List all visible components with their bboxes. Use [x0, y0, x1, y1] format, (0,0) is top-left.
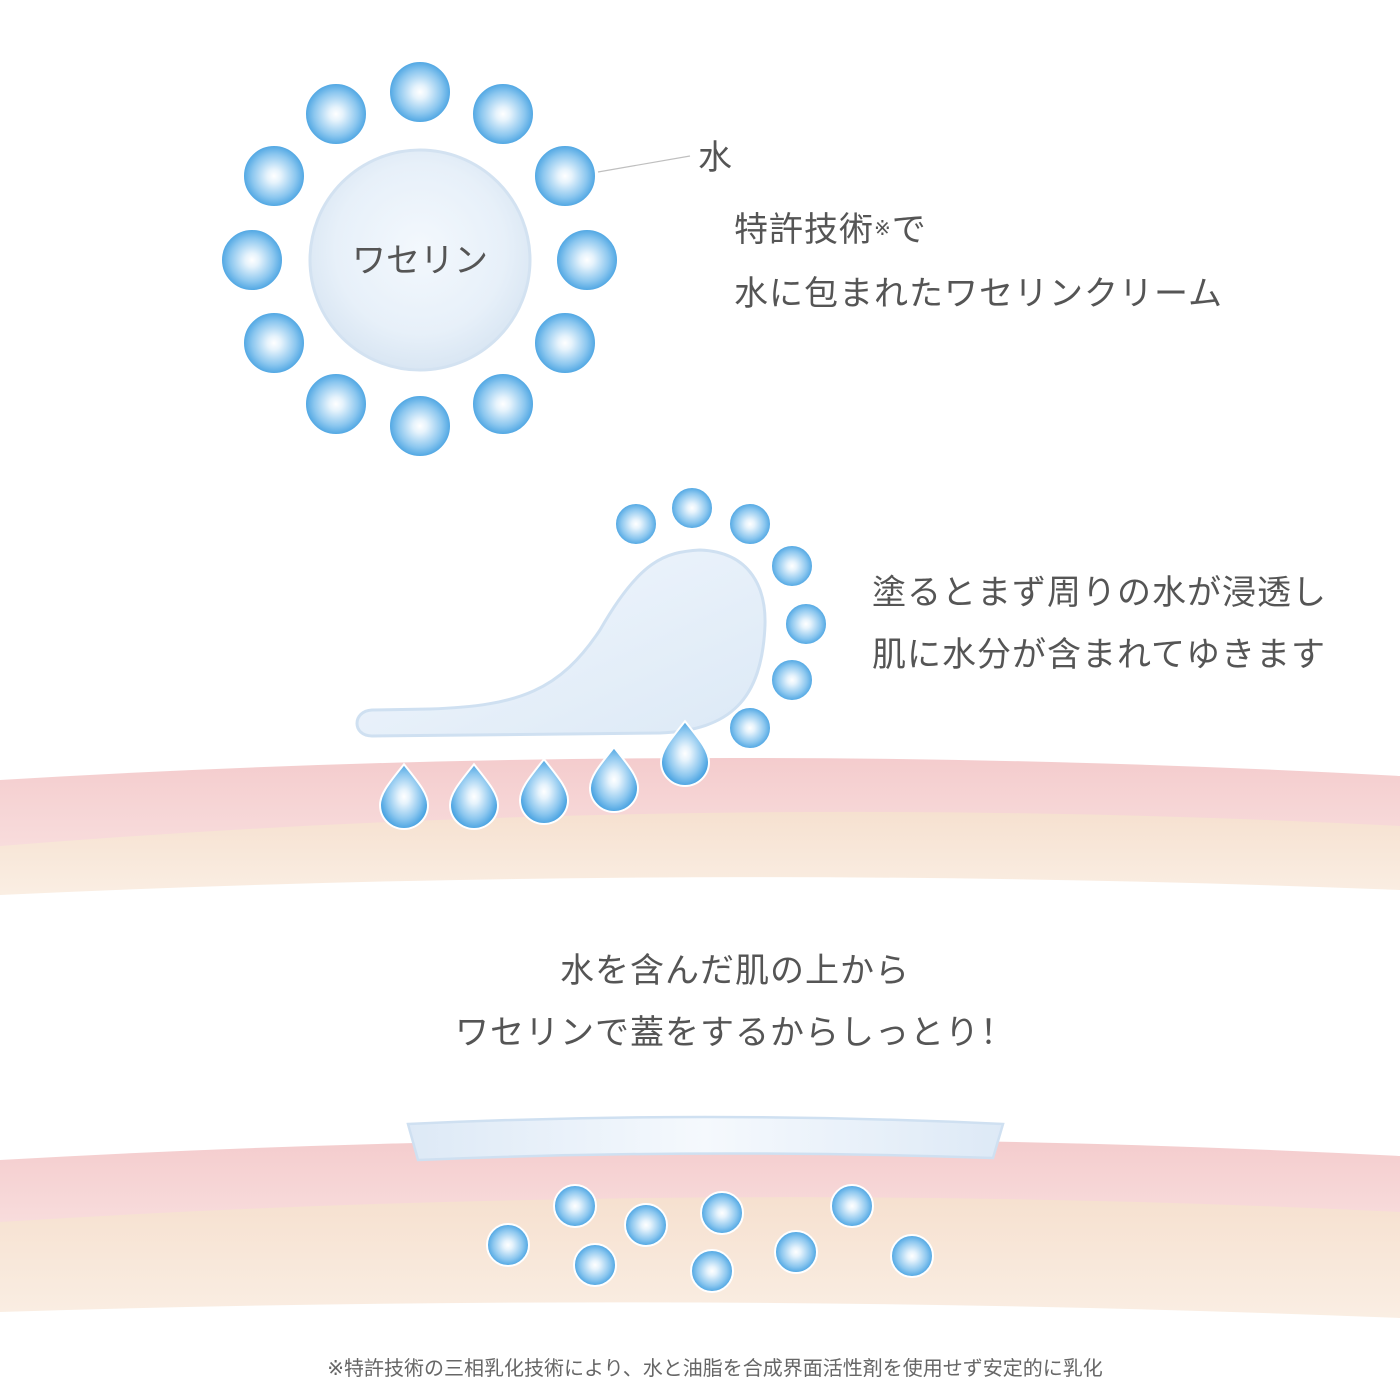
skin-surface-layer	[0, 1138, 1400, 1222]
water-drop-icon	[242, 311, 306, 375]
particle-text: で	[891, 210, 927, 250]
water-drop-icon	[388, 60, 452, 124]
description-line-1: 水を含んだ肌の上から	[560, 951, 910, 991]
water-drop-icon	[890, 1234, 934, 1278]
vaseline-core-label: ワセリン	[352, 241, 488, 281]
penetrating-water-drops	[378, 719, 711, 830]
retained-water-drops	[486, 1184, 934, 1293]
water-drop-icon	[624, 1203, 668, 1247]
description-line-1: 特許技術※で	[734, 198, 1223, 262]
skin-inner-layer	[0, 807, 1400, 895]
water-drop-icon	[588, 745, 640, 813]
water-drop-icon	[700, 1191, 744, 1235]
water-drop-icon	[659, 719, 711, 787]
seal-description: 水を含んだ肌の上から ワセリンで蓋をするからしっとり！	[0, 940, 1400, 1064]
encapsulation-description: 特許技術※で 水に包まれたワセリンクリーム	[734, 198, 1223, 326]
description-line-2: 肌に水分が含まれてゆきます	[872, 635, 1326, 675]
water-drop-icon	[242, 144, 306, 208]
description-line-2: ワセリンで蓋をするからしっとり！	[455, 1013, 1015, 1053]
water-drop-icon	[830, 1184, 874, 1228]
water-drop-icon	[304, 372, 368, 436]
description-line-1: 塗るとまず周りの水が浸透し	[872, 573, 1327, 613]
water-drop-icon	[518, 757, 570, 825]
vaseline-core-icon	[308, 148, 532, 372]
water-drop-icon	[533, 144, 597, 208]
water-drop-icon	[555, 228, 619, 292]
water-drop-icon	[553, 1184, 597, 1228]
water-drop-icon	[770, 658, 814, 702]
water-drop-icon	[774, 1230, 818, 1274]
water-drop-icon	[770, 544, 814, 588]
patent-tech-text: 特許技術	[734, 210, 874, 250]
vaseline-dollop-icon	[355, 548, 767, 738]
water-drop-icon	[690, 1249, 734, 1293]
encapsulated-vaseline-illustration: ワセリン	[220, 60, 691, 458]
vaseline-film-icon	[406, 1115, 1005, 1162]
surrounding-water-drops	[614, 486, 828, 750]
water-drop-icon	[573, 1243, 617, 1287]
water-drop-icon	[304, 82, 368, 146]
water-drop-icon	[670, 486, 714, 530]
water-drop-icon	[784, 602, 828, 646]
water-drop-icon	[220, 228, 284, 292]
water-label-leader-line	[597, 155, 691, 173]
water-drop-icon	[471, 82, 535, 146]
water-drop-icon	[448, 762, 500, 830]
water-drop-icon	[388, 394, 452, 458]
penetration-description: 塗るとまず周りの水が浸透し 肌に水分が含まれてゆきます	[872, 562, 1327, 686]
footnote-marker: ※	[874, 216, 892, 240]
vaseline-dollop-illustration	[355, 486, 828, 830]
water-drop-ring	[220, 60, 619, 458]
footnote: ※特許技術の三相乳化技術により、水と油脂を合成界面活性剤を使用せず安定的に乳化	[327, 1356, 1103, 1380]
water-drop-icon	[471, 372, 535, 436]
water-drop-icon	[614, 502, 658, 546]
water-label: 水	[698, 138, 733, 178]
skin-surface-layer	[0, 757, 1400, 846]
skin-layers-upper	[0, 757, 1400, 895]
skin-layers-lower	[0, 1138, 1400, 1318]
water-drop-icon	[378, 762, 430, 830]
water-drop-icon	[728, 502, 772, 546]
water-drop-icon	[533, 311, 597, 375]
water-drop-icon	[728, 706, 772, 750]
water-drop-icon	[486, 1223, 530, 1267]
description-line-2: 水に包まれたワセリンクリーム	[734, 274, 1223, 314]
